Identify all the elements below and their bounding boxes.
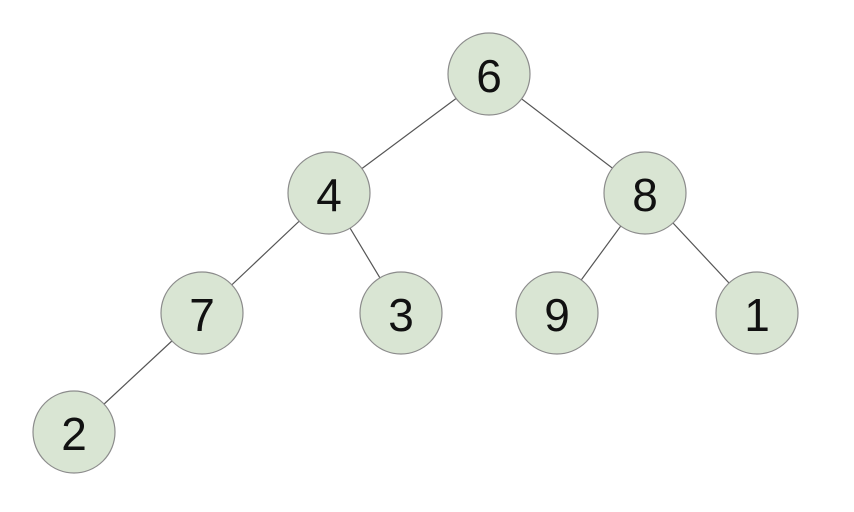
- node-label: 7: [189, 289, 215, 341]
- tree-node-3: 3: [359, 271, 443, 355]
- node-label: 1: [744, 289, 770, 341]
- node-label: 8: [632, 169, 658, 221]
- node-circle: [359, 271, 443, 355]
- nodes: 6 4 8 7 3 9 1 2: [32, 32, 799, 474]
- tree-node-4: 4: [287, 151, 371, 235]
- node-circle: [160, 271, 244, 355]
- node-label: 4: [316, 169, 342, 221]
- tree-node-2: 2: [32, 390, 116, 474]
- node-label: 3: [388, 289, 414, 341]
- node-circle: [287, 151, 371, 235]
- node-circle: [447, 32, 531, 116]
- node-label: 9: [544, 289, 570, 341]
- tree-node-8: 8: [603, 151, 687, 235]
- node-label: 6: [476, 50, 502, 102]
- tree-node-9: 9: [515, 271, 599, 355]
- tree-node-7: 7: [160, 271, 244, 355]
- node-circle: [515, 271, 599, 355]
- tree-node-1: 1: [715, 271, 799, 355]
- node-label: 2: [61, 408, 87, 460]
- node-circle: [603, 151, 687, 235]
- tree-node-6: 6: [447, 32, 531, 116]
- edges: [73, 73, 758, 433]
- node-circle: [32, 390, 116, 474]
- node-circle: [715, 271, 799, 355]
